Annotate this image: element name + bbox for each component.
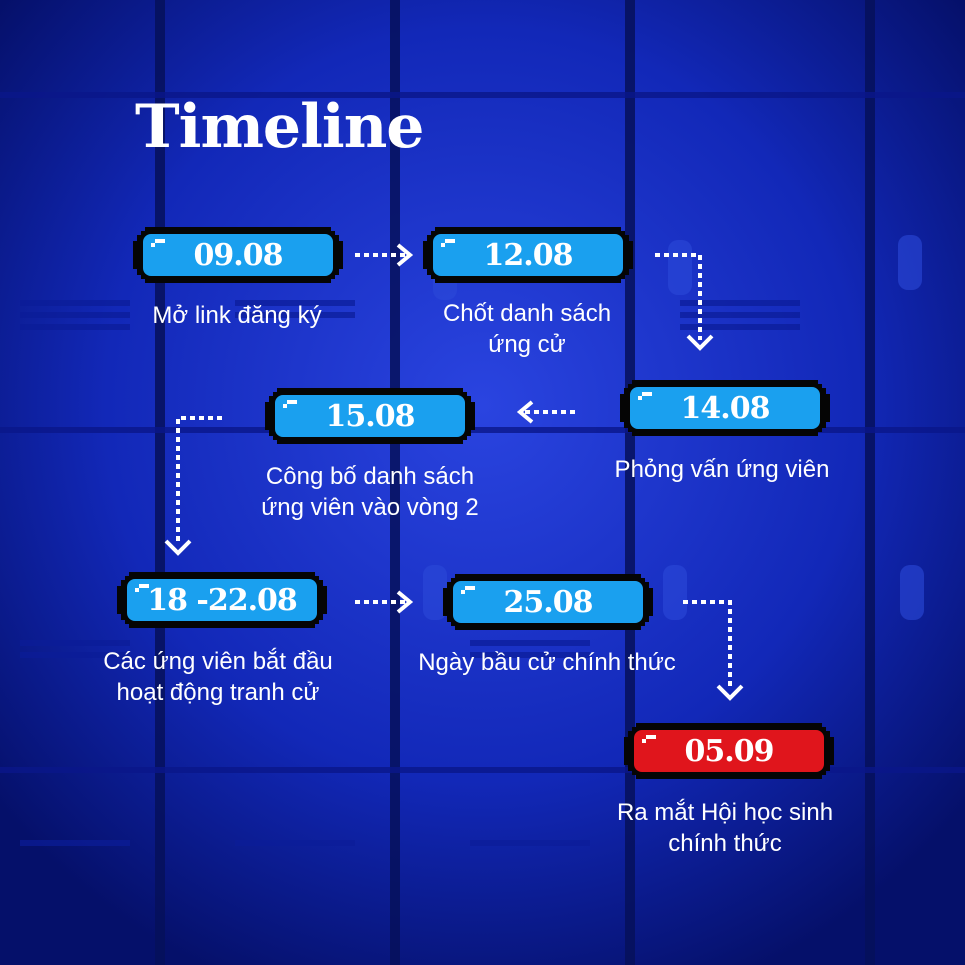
date-pill: 05.09 [624, 723, 834, 779]
pill-fill [275, 395, 465, 437]
pill-highlight [155, 239, 165, 243]
pill-highlight [465, 586, 475, 590]
date-text: 14.08 [681, 391, 770, 426]
milestone-label-line: ứng cử [488, 331, 566, 358]
pill-highlight [287, 400, 297, 404]
milestone-label-line: Công bố danh sách [265, 463, 475, 490]
page-title: Timeline [135, 92, 424, 162]
date-pill: 14.08 [620, 380, 830, 436]
date-pill: 15.08 [265, 388, 475, 444]
milestone-label-line: Ra mắt Hội học sinh [616, 799, 834, 826]
milestone-label: Mở link đăng ký [152, 300, 321, 331]
pill-highlight [461, 590, 465, 594]
date-pill: 25.08 [443, 574, 653, 630]
pill-highlight [151, 243, 155, 247]
date-text: 12.08 [484, 238, 573, 273]
milestone-label-line: Ngày bầu cử chính thức [418, 649, 676, 676]
milestone-label-line: Các ứng viên bắt đầu [103, 648, 333, 675]
pill-highlight [139, 584, 149, 588]
date-text: 18 -22.08 [147, 583, 297, 618]
pill-fill [630, 387, 820, 429]
date-pill: 09.08 [133, 227, 343, 283]
pill-highlight [642, 739, 646, 743]
pill-highlight [642, 392, 652, 396]
milestone-label: Các ứng viên bắt đầu hoạt động tranh cử [103, 646, 333, 708]
milestone-label: Phỏng vấn ứng viên [615, 454, 830, 485]
milestone-label: Ra mắt Hội học sinh chính thức [617, 797, 833, 859]
milestone-label-line: hoạt động tranh cử [116, 679, 320, 706]
date-text: 15.08 [326, 399, 415, 434]
pill-fill [127, 579, 317, 621]
milestone-label: Chốt danh sách ứng cử [443, 298, 611, 360]
milestone-label-line: Mở link đăng ký [152, 302, 322, 329]
date-text: 09.08 [194, 238, 283, 273]
milestone-label-line: Chốt danh sách [442, 300, 612, 327]
arrow-elbow-down-icon [683, 600, 732, 690]
date-text: 05.09 [685, 734, 774, 769]
pill-fill [143, 234, 333, 276]
date-pill: 12.08 [423, 227, 633, 283]
arrow-elbow-down-icon [176, 416, 222, 545]
milestone-label-line: ứng viên vào vòng 2 [261, 494, 479, 521]
date-text: 25.08 [504, 585, 593, 620]
pill-highlight [283, 404, 287, 408]
pill-fill [634, 730, 824, 772]
pill-fill [453, 581, 643, 623]
date-pill: 18 -22.08 [117, 572, 327, 628]
pill-fill [433, 234, 623, 276]
pill-highlight [441, 243, 445, 247]
milestone-label-line: chính thức [668, 830, 782, 857]
pill-highlight [638, 396, 642, 400]
milestone-label: Công bố danh sách ứng viên vào vòng 2 [261, 461, 479, 523]
milestone-label-line: Phỏng vấn ứng viên [614, 456, 830, 483]
arrow-elbow-down-icon [655, 253, 702, 340]
pill-highlight [135, 588, 139, 592]
pill-highlight [646, 735, 656, 739]
milestone-label: Ngày bầu cử chính thức [418, 647, 676, 678]
pill-highlight [445, 239, 455, 243]
